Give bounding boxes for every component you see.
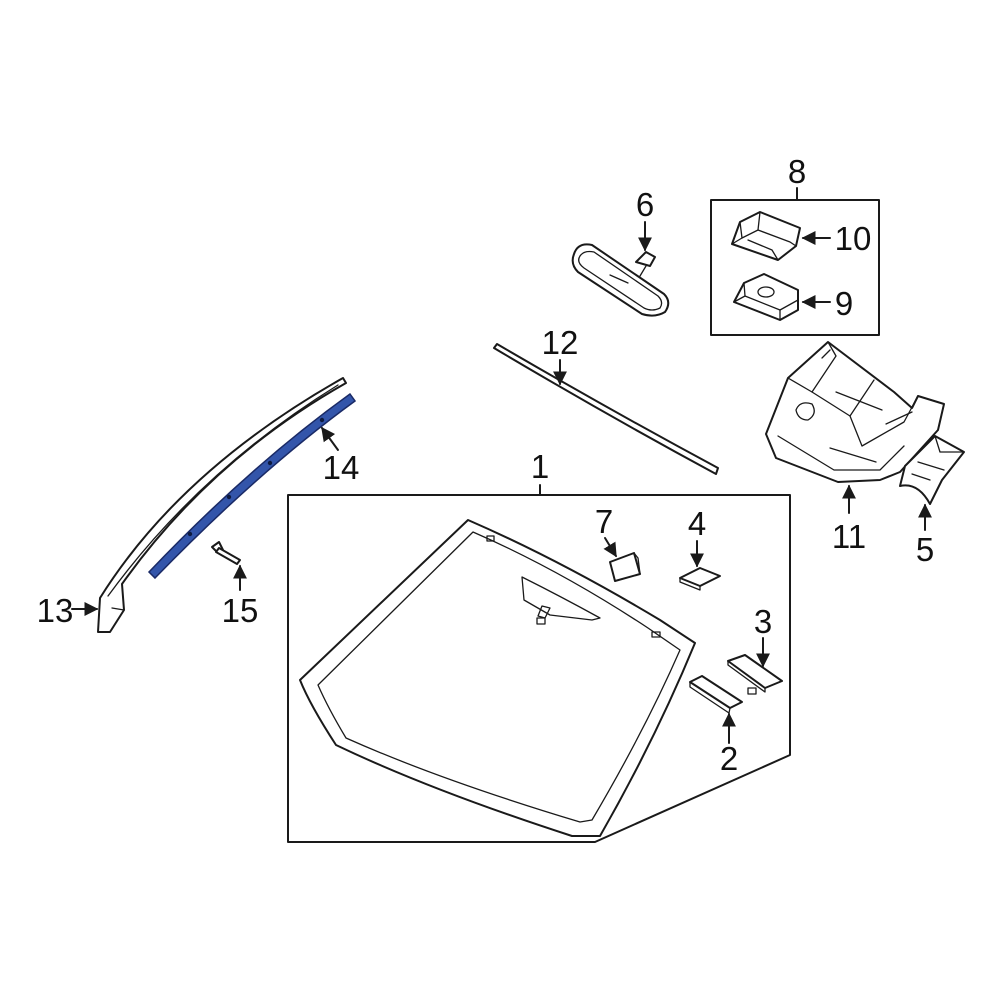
callout-14: 14 bbox=[323, 449, 360, 486]
callout-3: 3 bbox=[754, 603, 772, 640]
callout-11: 11 bbox=[832, 518, 866, 555]
callout-9: 9 bbox=[835, 285, 853, 322]
callout-7: 7 bbox=[595, 503, 613, 540]
part-4-pad[interactable] bbox=[679, 567, 721, 591]
windshield-glass[interactable] bbox=[299, 519, 696, 837]
part-3-cover[interactable] bbox=[727, 654, 783, 695]
group-box-8 bbox=[710, 199, 880, 336]
arrow-7 bbox=[603, 537, 617, 558]
part-7-bracket[interactable] bbox=[609, 552, 641, 582]
part-12-top-seal[interactable] bbox=[493, 343, 719, 475]
part-10-mount[interactable] bbox=[731, 211, 801, 261]
callout-8: 8 bbox=[788, 153, 806, 190]
part-6-rearview-mirror[interactable] bbox=[571, 243, 670, 317]
part-5-bracket[interactable] bbox=[899, 435, 965, 505]
callout-6: 6 bbox=[636, 186, 654, 223]
callout-4: 4 bbox=[688, 505, 706, 542]
part-2-cover[interactable] bbox=[689, 675, 743, 714]
callout-1: 1 bbox=[531, 448, 549, 485]
callout-10: 10 bbox=[835, 220, 872, 257]
arrow-14 bbox=[321, 426, 339, 451]
part-11-sensor-cover[interactable] bbox=[765, 341, 945, 483]
group-box-1 bbox=[287, 494, 791, 843]
part-9-mount[interactable] bbox=[733, 273, 799, 321]
callout-2: 2 bbox=[720, 740, 738, 777]
part-13-pillar-trim[interactable] bbox=[97, 377, 347, 633]
callout-13: 13 bbox=[37, 592, 74, 629]
callout-12: 12 bbox=[542, 324, 579, 361]
callout-15: 15 bbox=[222, 592, 259, 629]
part-15-clip[interactable] bbox=[211, 541, 241, 565]
callout-5: 5 bbox=[916, 531, 934, 568]
part-14-molding[interactable] bbox=[147, 392, 357, 580]
